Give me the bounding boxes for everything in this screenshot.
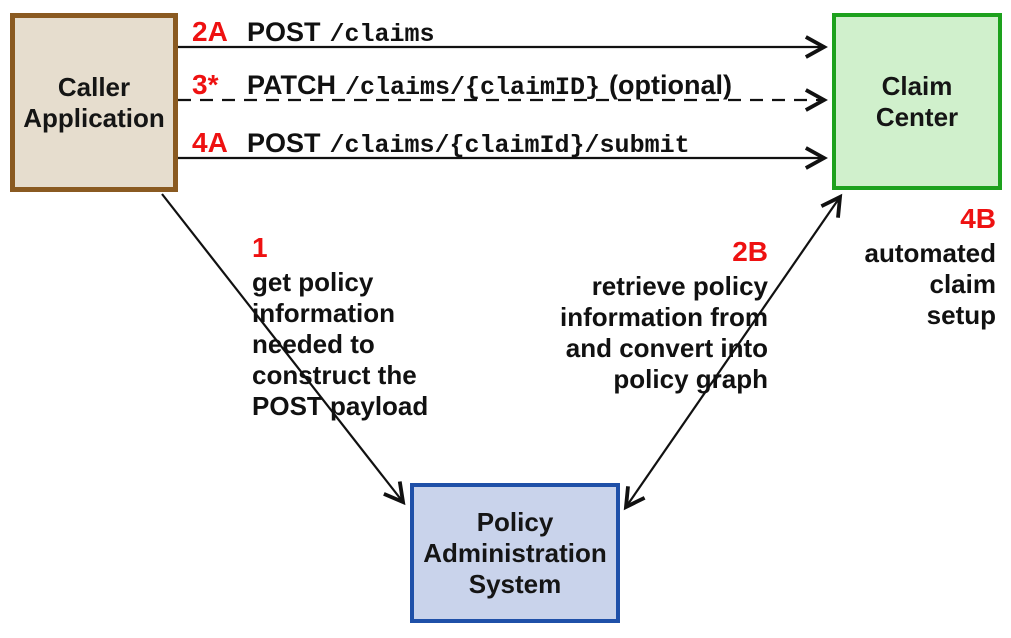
node-claimcenter-label-line2: Center (875, 101, 959, 132)
step-number-1: 1 (252, 232, 268, 263)
node-policyadmin-label-line2: Administration (423, 537, 607, 568)
http-method-3: PATCH (247, 70, 336, 100)
annotation-step-1: 1 get policy information needed to const… (252, 232, 482, 422)
optional-note: (optional) (609, 70, 733, 100)
step-number-4b: 4B (960, 203, 996, 234)
node-caller-label-line1: Caller (57, 71, 131, 102)
arrow-label-4a: 4A POST /claims/{claimId}/submit (192, 127, 690, 160)
annotation-4b-line: claim (929, 269, 997, 299)
annotation-step-4b: 4B automated claim setup (796, 203, 996, 331)
api-path-4a: /claims/{claimId}/submit (329, 131, 690, 160)
node-caller-application: Caller Application (10, 13, 178, 192)
annotation-step-2b: 2B retrieve policy information from and … (508, 236, 768, 395)
annotation-2b-line: and convert into (565, 333, 768, 363)
api-path-3: /claims/{claimID} (345, 73, 601, 102)
annotation-4b-line: setup (926, 300, 996, 330)
annotation-4b-line: automated (864, 238, 996, 268)
node-policyadmin-label-line1: Policy (476, 506, 554, 537)
annotation-1-line: information (252, 298, 395, 328)
annotation-2b-line: retrieve policy (591, 271, 768, 301)
api-path-2a: /claims (329, 20, 435, 49)
arrow-1-caller-to-policyadmin (161, 193, 406, 506)
node-policy-administration-system: Policy Administration System (410, 483, 620, 623)
node-policyadmin-label-line3: System (468, 568, 562, 599)
annotation-1-line: POST payload (252, 391, 429, 421)
annotation-1-line: get policy (252, 267, 374, 297)
node-claimcenter-label-line1: Claim (881, 70, 953, 101)
http-method-4a: POST (247, 128, 321, 158)
step-number-3: 3* (192, 69, 219, 100)
annotation-2b-line: information from (560, 302, 768, 332)
step-number-4a: 4A (192, 127, 228, 158)
step-number-2a: 2A (192, 16, 228, 47)
node-caller-label-line2: Application (23, 102, 165, 133)
step-number-2b: 2B (732, 236, 768, 267)
annotation-1-line: needed to (252, 329, 375, 359)
arrow-label-2a: 2A POST /claims (192, 16, 435, 49)
annotation-2b-line: policy graph (613, 364, 768, 394)
annotation-1-line: construct the (252, 360, 417, 390)
http-method-2a: POST (247, 17, 321, 47)
arrow-2b-policyadmin-claimcenter (623, 193, 843, 511)
node-claim-center: Claim Center (832, 13, 1002, 190)
arrow-label-3: 3* PATCH /claims/{claimID} (optional) (192, 69, 732, 102)
